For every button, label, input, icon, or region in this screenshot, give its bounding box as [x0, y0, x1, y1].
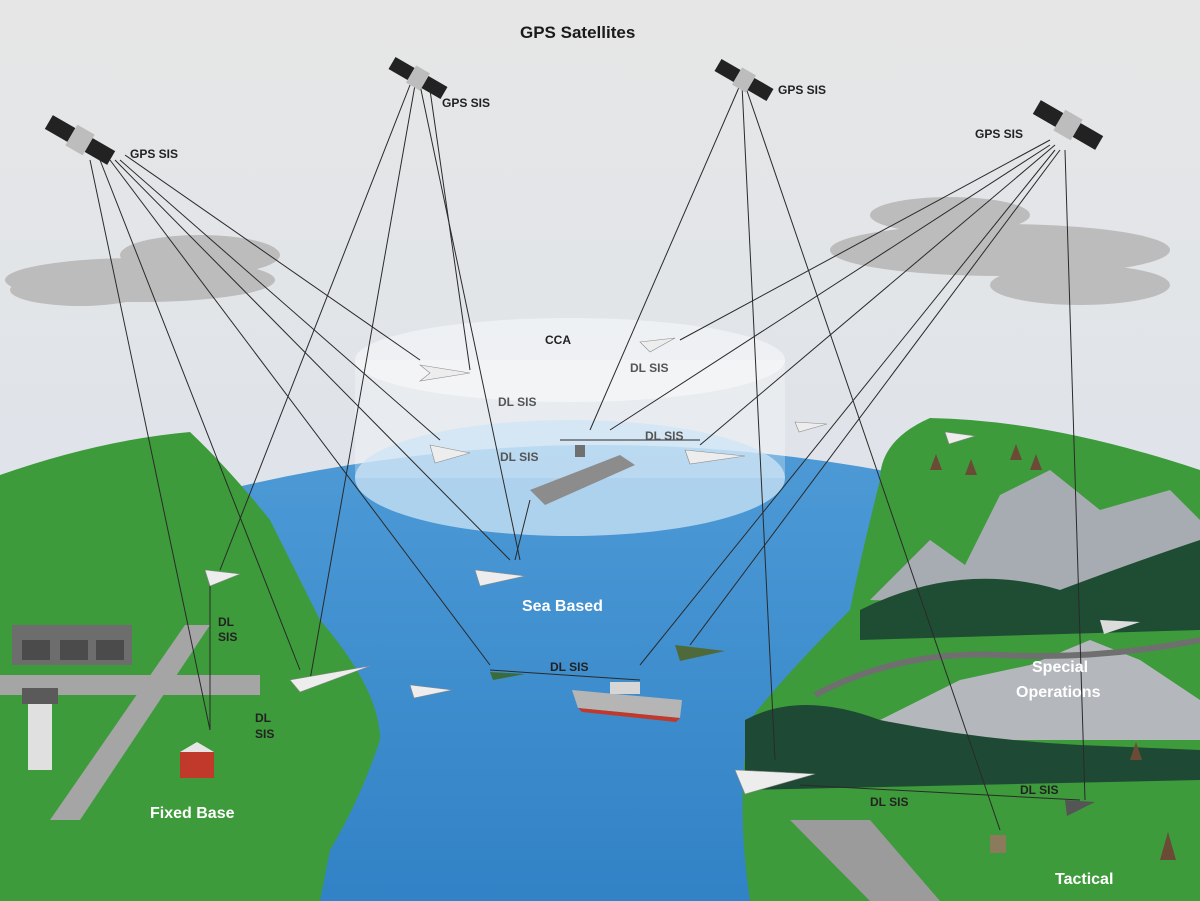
gps-sis-label: GPS SIS [130, 147, 178, 161]
sis-label: SIS [255, 727, 274, 741]
region-label-tactical: Tactical [1055, 871, 1113, 888]
jet-icon [944, 431, 976, 445]
ground-terminal-icon [990, 835, 1006, 853]
cca-zone [355, 318, 785, 536]
sis-label: SIS [218, 630, 237, 644]
runway-right [790, 820, 940, 901]
gps-sis-label: GPS SIS [975, 127, 1023, 141]
satellite-icon [1032, 100, 1104, 150]
aircraft-carrier [530, 445, 635, 505]
dl-sis-label: DL SIS [630, 361, 668, 375]
signal-lines [89, 84, 1086, 831]
helicopter-icon [1065, 800, 1095, 816]
jet-icon [429, 444, 471, 464]
jet-icon [418, 364, 471, 382]
jet-icon [794, 421, 828, 433]
gps-sis-label: GPS SIS [442, 96, 490, 110]
cargo-plane-icon [734, 769, 816, 795]
dl-sis-label: DL SIS [500, 450, 538, 464]
satellite-icon [44, 115, 116, 165]
drone-icon [490, 672, 525, 680]
diagram-title: GPS Satellites [520, 23, 635, 42]
helicopter-icon [675, 645, 725, 661]
airliner-icon [289, 665, 371, 693]
dl-sis-label: DL SIS [1020, 783, 1058, 797]
dl-sis-label: DL SIS [870, 795, 908, 809]
forest-band [860, 540, 1200, 640]
gps-sis-label: GPS SIS [778, 83, 826, 97]
jet-icon [204, 569, 241, 587]
dl-label: DL [218, 615, 234, 629]
forest-band-lower [745, 705, 1200, 790]
satellite-icon [388, 56, 448, 100]
airport [0, 625, 260, 820]
region-label-sea-based: Sea Based [522, 598, 603, 615]
jet-icon [474, 569, 526, 587]
jet-icon [409, 684, 453, 699]
hangar-building [180, 742, 214, 778]
mountains-near [880, 640, 1200, 740]
satellite-icon [714, 58, 774, 102]
tiltrotor-icon [1100, 620, 1140, 634]
region-label-special-operations: Operations [1016, 684, 1101, 701]
jet-icon [639, 337, 676, 353]
dl-label: DL [255, 711, 271, 725]
trees [930, 444, 1176, 860]
jet-icon [684, 449, 746, 465]
dl-sis-label: DL SIS [550, 660, 588, 674]
dl-sis-label: DL SIS [498, 395, 536, 409]
road [813, 637, 1200, 698]
dl-sis-label: DL SIS [645, 429, 683, 443]
region-label-special-operations: Special [1032, 659, 1088, 676]
cca-label: CCA [545, 333, 571, 347]
destroyer-ship [572, 682, 682, 722]
region-label-fixed-base: Fixed Base [150, 805, 235, 822]
